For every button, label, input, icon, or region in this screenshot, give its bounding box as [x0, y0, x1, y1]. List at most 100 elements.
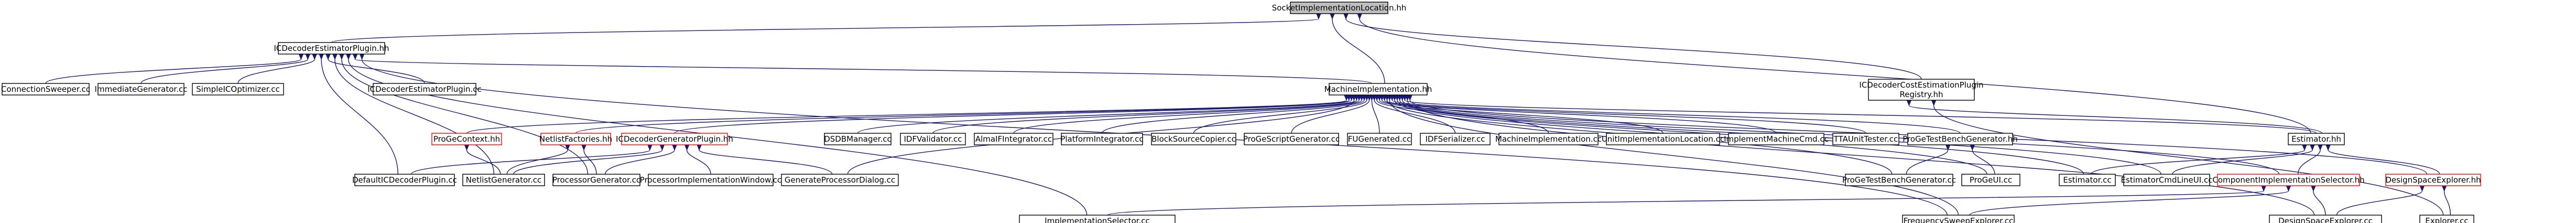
node-box — [974, 133, 1053, 145]
edge-n37-to-n6 — [1389, 100, 1959, 216]
node-platformintegrator-cc[interactable]: PlatformIntegrator.cc — [1060, 133, 1144, 145]
node-simpleicoptimizer-cc[interactable]: SimpleICOptimizer.cc — [192, 83, 284, 95]
edge-n3-to-n1 — [140, 59, 308, 84]
edge-n6-to-n0 — [1332, 19, 1385, 84]
edge-n24-to-n6 — [1405, 100, 2317, 134]
node-box — [552, 174, 640, 186]
node-estimator-hh[interactable]: Estimator.hh — [2288, 133, 2345, 145]
node-label: GenerateProcessorDialog.cc — [785, 175, 895, 185]
node-label: MachineImplementation.hh — [1324, 84, 1432, 94]
node-progetestbenchgenerator-cc[interactable]: ProGeTestBenchGenerator.cc — [1842, 174, 1956, 186]
edge-n29-to-n10 — [699, 150, 833, 175]
edge-n24-to-n0 — [1360, 19, 2311, 134]
edge-n22-to-n6 — [1385, 100, 1866, 134]
edge-n37-to-n34 — [1969, 191, 2289, 216]
edge-n25-to-n10 — [411, 150, 650, 175]
node-box — [278, 42, 385, 55]
node-implementationselector-cc[interactable]: ImplementationSelector.cc — [1019, 215, 1176, 223]
edge-n26-to-n8 — [467, 150, 501, 175]
node-label: DesignSpaceExplorer.hh — [2385, 175, 2481, 185]
node-label: ICDecoderEstimatorPlugin.cc — [367, 84, 482, 94]
node-box — [1868, 79, 1975, 101]
node-machineimplementation-hh[interactable]: MachineImplementation.hh — [1324, 83, 1432, 95]
node-box — [648, 174, 774, 186]
node-implementmachinecmd-cc[interactable]: ImplementMachineCmd.cc — [1724, 133, 1829, 145]
node-estimatorcmdlineui-cc[interactable]: EstimatorCmdLineUI.cc — [2121, 174, 2213, 186]
node-box — [1902, 215, 2015, 223]
node-label: MachineImplementation.cc — [1495, 134, 1602, 144]
node-processorimplementationwindow-cc[interactable]: ProcessorImplementationWindow.cc — [640, 174, 781, 186]
node-progescriptgenerator-cc[interactable]: ProGeScriptGenerator.cc — [1243, 133, 1340, 145]
node-box — [1498, 133, 1599, 145]
edge-n10-to-n6 — [674, 100, 1352, 134]
node-box — [373, 83, 476, 95]
node-label: FrequencySweepExplorer.cc — [1904, 216, 2014, 223]
node-box — [2059, 174, 2116, 186]
node-progeui-cc[interactable]: ProGeUI.cc — [1961, 174, 2020, 186]
node-label: IDFSerializer.cc — [1425, 134, 1485, 144]
edge-n36-to-n34 — [1107, 191, 2264, 216]
node-connectionsweeper-cc[interactable]: ConnectionSweeper.cc — [1, 83, 90, 95]
node-idfserializer-cc[interactable]: IDFSerializer.cc — [1420, 133, 1491, 145]
node-ttaunittester-cc[interactable]: TTAUnitTester.cc — [1832, 133, 1899, 145]
node-box — [900, 133, 966, 145]
node-icdecoderestimatorplugin-cc[interactable]: ICDecoderEstimatorPlugin.cc — [367, 83, 482, 95]
node-icdecoderestimatorplugin-hh[interactable]: ICDecoderEstimatorPlugin.hh — [274, 42, 389, 55]
node-explorer-cc[interactable]: Explorer.cc — [2419, 215, 2474, 223]
edge-n27-to-n10 — [604, 150, 675, 175]
edge-n5-to-n1 — [328, 59, 425, 84]
node-label: ProGeScriptGenerator.cc — [1243, 134, 1340, 144]
edge-n38-to-n35 — [2336, 191, 2422, 216]
node-dsdbmanager-cc[interactable]: DSDBManager.cc — [824, 133, 892, 145]
node-estimator-cc[interactable]: Estimator.cc — [2059, 174, 2116, 186]
node-fugenerated-cc[interactable]: FUGenerated.cc — [1347, 133, 1412, 145]
edge-n24-to-n7 — [1909, 105, 2322, 134]
edge-n23-to-n6 — [1392, 100, 1961, 134]
edge-n27-to-n9 — [584, 150, 597, 175]
node-blocksourcecopier-cc[interactable]: BlockSourceCopier.cc — [1151, 133, 1236, 145]
node-idfvalidator-cc[interactable]: IDFValidator.cc — [900, 133, 966, 145]
node-box — [2385, 174, 2481, 186]
node-label: DefaultICDecoderPlugin.cc — [352, 175, 457, 185]
node-label: DSDBManager.cc — [824, 134, 892, 144]
node-progetestbenchgenerator-hh[interactable]: ProGeTestBenchGenerator.hh — [1903, 133, 2018, 145]
edge-n38-to-n34 — [2313, 191, 2326, 216]
edge-n4-to-n1 — [237, 59, 314, 84]
node-icdecodergeneratorplugin-hh[interactable]: ICDecoderGeneratorPlugin.hh — [616, 133, 733, 145]
edge-n7-to-n0 — [1346, 19, 1922, 80]
node-label: ConnectionSweeper.cc — [1, 84, 90, 94]
node-componentimplementationselector-hh[interactable]: ComponentImplementationSelector.hh — [2212, 174, 2365, 186]
node-progecontext-hh[interactable]: ProGeContext.hh — [431, 133, 502, 145]
node-machineimplementation-cc[interactable]: MachineImplementation.cc — [1495, 133, 1602, 145]
node-unitimplementationlocation-cc[interactable]: UnitImplementationLocation.cc — [1602, 133, 1724, 145]
node-frequencysweepexplorer-cc[interactable]: FrequencySweepExplorer.cc — [1902, 215, 2015, 223]
edge-n2-to-n1 — [45, 59, 301, 84]
node-box — [781, 174, 899, 186]
node-processorgenerator-cc[interactable]: ProcessorGenerator.cc — [552, 174, 640, 186]
edge-n16-to-n6 — [1291, 100, 1369, 134]
node-box — [2123, 174, 2210, 186]
node-netlistfactories-hh[interactable]: NetlistFactories.hh — [539, 133, 612, 145]
node-immediategenerator-cc[interactable]: ImmediateGenerator.cc — [95, 83, 188, 95]
node-designspaceexplorer-hh[interactable]: DesignSpaceExplorer.hh — [2385, 174, 2481, 186]
node-label: ProGeUI.cc — [1970, 175, 2012, 185]
node-label: DesignSpaceExplorer.cc — [2278, 216, 2373, 223]
node-almaifintegrator-cc[interactable]: AlmaIFIntegrator.cc — [974, 133, 1053, 145]
node-generateprocessordialog-cc[interactable]: GenerateProcessorDialog.cc — [781, 174, 899, 186]
edge-n13-to-n6 — [1013, 100, 1362, 134]
node-label: UnitImplementationLocation.cc — [1602, 134, 1724, 144]
edge-n9-to-n6 — [575, 100, 1349, 134]
node-box — [97, 83, 184, 95]
node-box — [354, 174, 455, 186]
node-designspaceexplorer-cc[interactable]: DesignSpaceExplorer.cc — [2269, 215, 2382, 223]
edge-n25-to-n1 — [321, 59, 398, 175]
edge-n1-to-n0 — [331, 19, 1319, 43]
node-box — [1907, 133, 2013, 145]
edge-n32-to-n24 — [2090, 150, 2305, 175]
node-defaulticdecoderplugin-cc[interactable]: DefaultICDecoderPlugin.cc — [352, 174, 457, 186]
node-netlistgenerator-cc[interactable]: NetlistGenerator.cc — [462, 174, 545, 186]
node-box — [1290, 2, 1388, 14]
edge-n26-to-n9 — [506, 150, 568, 175]
